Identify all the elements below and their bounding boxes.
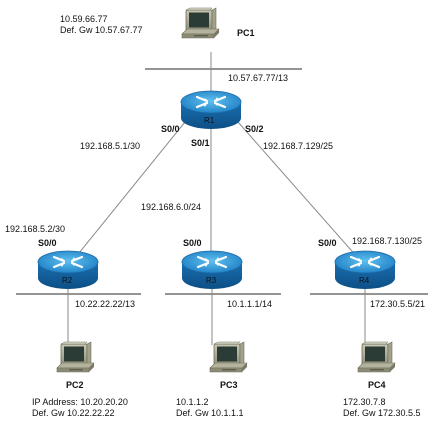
link-r1-r2: [74, 121, 186, 259]
r1-name-label: R1: [204, 116, 215, 125]
r3-name-label: R3: [206, 276, 217, 285]
pc2-gateway-label: Def. Gw 10.22.22.22: [32, 408, 115, 418]
r1-s01-label: S0/1: [191, 138, 210, 148]
r2-name-label: R2: [62, 276, 73, 285]
pc1-ip-label: 10.59.66.77: [60, 14, 108, 24]
r4-wan-ip-label: 192.168.7.130/25: [352, 236, 423, 246]
pc3-name-label: PC3: [220, 380, 238, 390]
r3-lan-ip-label: 10.1.1.1/14: [227, 299, 273, 309]
pc1-icon[interactable]: [181, 7, 220, 39]
r1-s02-label: S0/2: [245, 124, 264, 134]
r3-s00-label: S0/0: [183, 238, 202, 248]
pc2-icon[interactable]: [56, 341, 95, 373]
pc4-gateway-label: Def. Gw 172.30.5.5: [343, 408, 421, 418]
pc2-ip-label: IP Address: 10.20.20.20: [32, 397, 128, 407]
r2-s00-label: S0/0: [38, 238, 57, 248]
pc3-ip-label: 10.1.1.2: [176, 397, 209, 407]
r2-lan-ip-label: 10.22.22.22/13: [75, 299, 136, 309]
pc1-name-label: PC1: [237, 28, 255, 38]
r4-s00-label: S0/0: [318, 238, 337, 248]
pc1-gateway-label: Def. Gw 10.57.67.77: [60, 25, 143, 35]
r4-lan-ip-label: 172.30.5.5/21: [370, 299, 426, 309]
link-r1-r4: [237, 121, 359, 259]
r1-s00-label: S0/0: [161, 124, 180, 134]
pc4-ip-label: 172.30.7.8: [343, 397, 386, 407]
r2-wan-ip-label: 192.168.5.2/30: [5, 224, 66, 234]
pc4-icon[interactable]: [357, 341, 396, 373]
r4-name-label: R4: [359, 276, 370, 285]
pc4-name-label: PC4: [368, 380, 386, 390]
link-r1-r2-label: 192.168.5.1/30: [80, 141, 141, 151]
r1-lan-ip-label: 10.57.67.77/13: [228, 73, 289, 83]
link-r1-r4-label: 192.168.7.129/25: [263, 141, 334, 151]
pc2-name-label: PC2: [66, 380, 84, 390]
pc3-gateway-label: Def. Gw 10.1.1.1: [176, 408, 244, 418]
link-r1-r3-label: 192.168.6.0/24: [141, 202, 202, 212]
pc3-icon[interactable]: [209, 341, 248, 373]
